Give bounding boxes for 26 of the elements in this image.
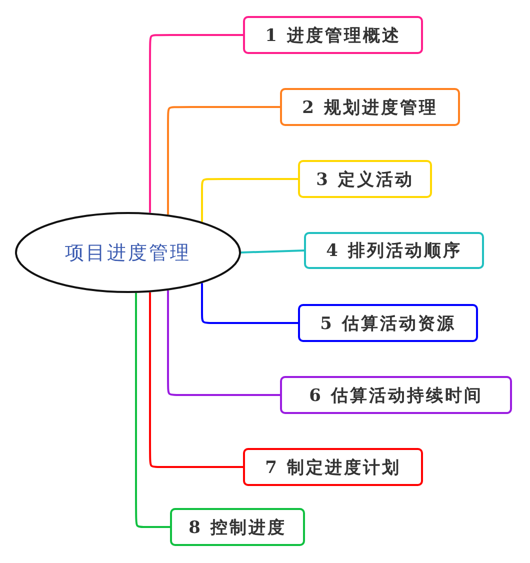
topic-label: 6 估算活动持续时间 bbox=[309, 384, 483, 406]
connector-line bbox=[167, 106, 280, 216]
connector-line bbox=[135, 292, 170, 528]
topic-box bbox=[298, 304, 478, 342]
topic-label: 4 排列活动顺序 bbox=[326, 240, 462, 262]
connector-line bbox=[149, 291, 243, 468]
topic-box bbox=[304, 232, 484, 269]
topic-label: 3 定义活动 bbox=[316, 168, 414, 190]
connector-line bbox=[167, 290, 280, 396]
topic-box bbox=[280, 376, 512, 414]
topic-label: 2 规划进度管理 bbox=[302, 96, 438, 118]
topic-label: 5 估算活动资源 bbox=[320, 312, 456, 334]
topic-box bbox=[243, 448, 423, 486]
connector-line bbox=[240, 250, 304, 254]
topic-box bbox=[243, 16, 423, 54]
topic-label: 8 控制进度 bbox=[188, 516, 286, 538]
topic-label: 7 制定进度计划 bbox=[265, 456, 401, 478]
connector-line bbox=[201, 178, 298, 223]
connector-line bbox=[149, 34, 243, 214]
topic-label: 1 进度管理概述 bbox=[265, 24, 401, 46]
topic-box bbox=[298, 160, 432, 198]
topic-label: 项目进度管理 bbox=[65, 240, 191, 266]
topic-ellipse bbox=[15, 212, 241, 293]
topic-box bbox=[170, 508, 305, 546]
connector-line bbox=[201, 282, 298, 324]
topic-box bbox=[280, 88, 460, 126]
